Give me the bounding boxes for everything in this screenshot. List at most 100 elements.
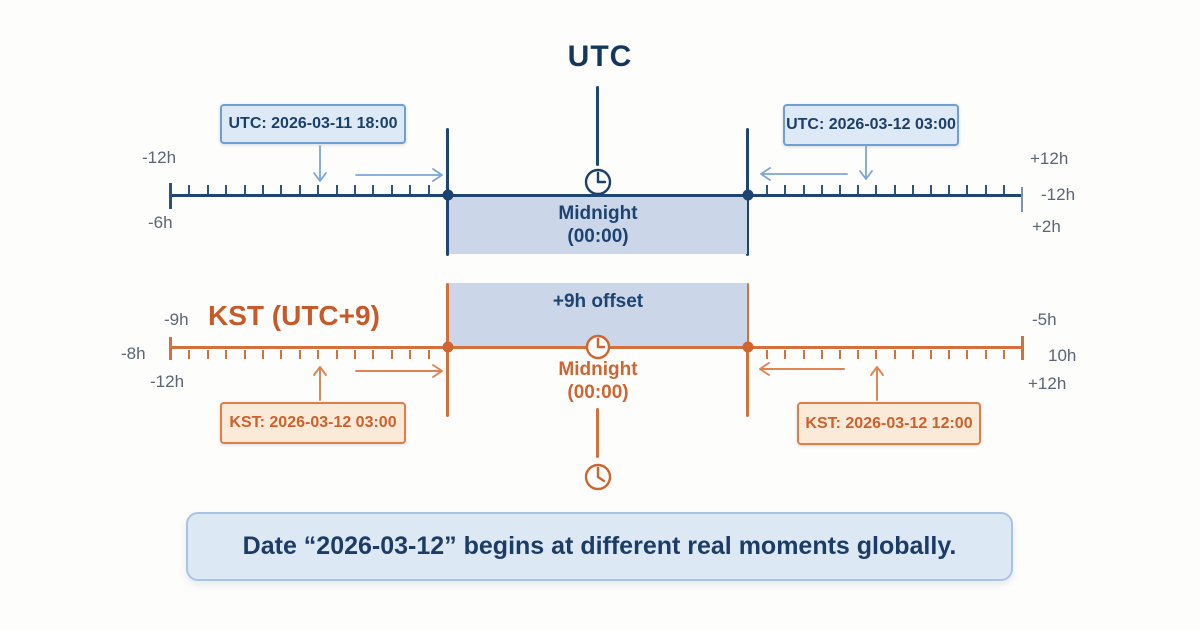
axis-minor-tick bbox=[206, 185, 209, 194]
axis-minor-tick bbox=[875, 350, 878, 359]
axis-minor-tick bbox=[390, 350, 393, 359]
kst-left-middle-label: -8h bbox=[121, 344, 146, 363]
arrow-up-icon bbox=[313, 366, 327, 401]
axis-minor-tick bbox=[893, 350, 896, 359]
axis-minor-tick bbox=[317, 350, 320, 359]
axis-minor-tick bbox=[839, 350, 841, 359]
kst-midnight-label: Midnight (00:00) bbox=[449, 358, 747, 404]
caption-banner: Date “2026-03-12” begins at different re… bbox=[186, 512, 1013, 581]
axis-minor-tick bbox=[372, 350, 375, 359]
utc-axis-line bbox=[169, 194, 1023, 197]
axis-minor-tick bbox=[206, 350, 209, 359]
kst-midnight-clock-icon bbox=[585, 334, 611, 360]
axis-minor-tick bbox=[893, 185, 896, 194]
axis-minor-tick bbox=[335, 350, 338, 359]
axis-minor-tick bbox=[766, 350, 769, 359]
axis-minor-tick bbox=[966, 185, 969, 194]
utc-left-boundary-dot bbox=[442, 189, 454, 201]
utc-axis-left-end-tick bbox=[169, 183, 172, 209]
utc-right-time-callout: UTC: 2026-03-12 03:00 bbox=[783, 104, 959, 146]
axis-minor-tick bbox=[335, 185, 338, 194]
kst-midnight-label-line2: (00:00) bbox=[567, 382, 629, 403]
kst-midnight-label-line1: Midnight bbox=[558, 359, 638, 380]
axis-minor-tick bbox=[820, 350, 823, 359]
utc-right-boundary-dot bbox=[742, 189, 754, 201]
axis-minor-tick bbox=[875, 185, 878, 194]
axis-minor-tick bbox=[262, 185, 264, 194]
utc-left-upper-label: -12h bbox=[142, 148, 177, 167]
axis-minor-tick bbox=[1002, 185, 1005, 194]
utc-right-upper-label: +12h bbox=[1030, 149, 1069, 168]
axis-minor-tick bbox=[427, 350, 430, 359]
axis-minor-tick bbox=[280, 185, 283, 194]
axis-minor-tick bbox=[262, 350, 264, 359]
utc-axis-title: UTC bbox=[567, 40, 633, 73]
axis-minor-tick bbox=[225, 350, 228, 359]
utc-title-stem-line bbox=[596, 86, 599, 166]
axis-minor-tick bbox=[930, 185, 932, 194]
kst-right-lower-label: +12h bbox=[1028, 374, 1067, 393]
utc-right-lower-label: +2h bbox=[1032, 217, 1061, 236]
kst-left-upper-label: -9h bbox=[164, 310, 189, 329]
arrow-left-icon bbox=[759, 362, 845, 376]
kst-axis-left-end-tick bbox=[169, 337, 172, 360]
axis-minor-tick bbox=[911, 350, 914, 359]
axis-minor-tick bbox=[427, 185, 430, 194]
kst-left-time-callout: KST: 2026-03-12 03:00 bbox=[220, 402, 406, 444]
utc-axis-right-end-tick bbox=[1021, 187, 1023, 212]
utc-midnight-label-line2: (00:00) bbox=[567, 226, 629, 247]
axis-minor-tick bbox=[784, 350, 787, 359]
axis-minor-tick bbox=[188, 185, 191, 194]
kst-right-boundary-dot bbox=[742, 341, 754, 353]
utc-left-time-callout: UTC: 2026-03-11 18:00 bbox=[220, 104, 406, 144]
axis-minor-tick bbox=[766, 185, 769, 194]
axis-minor-tick bbox=[354, 350, 356, 359]
kst-bottom-clock-icon bbox=[584, 463, 612, 491]
axis-minor-tick bbox=[372, 185, 375, 194]
arrow-down-icon bbox=[313, 145, 327, 182]
axis-minor-tick bbox=[243, 185, 246, 194]
kst-left-lower-label: -12h bbox=[150, 372, 185, 391]
utc-left-lower-label: -6h bbox=[148, 213, 173, 232]
axis-minor-tick bbox=[280, 350, 283, 359]
arrow-down-icon bbox=[859, 145, 873, 180]
axis-minor-tick bbox=[984, 350, 987, 359]
utc-midnight-clock-icon bbox=[584, 168, 612, 196]
axis-minor-tick bbox=[984, 185, 987, 194]
axis-minor-tick bbox=[298, 350, 301, 359]
axis-minor-tick bbox=[948, 350, 951, 359]
utc-midnight-label-line1: Midnight bbox=[558, 203, 638, 224]
axis-minor-tick bbox=[243, 350, 246, 359]
axis-minor-tick bbox=[948, 185, 951, 194]
arrow-up-icon bbox=[870, 366, 884, 401]
kst-clock-stem-line bbox=[596, 408, 599, 458]
utc-midnight-label: Midnight (00:00) bbox=[449, 202, 747, 248]
kst-left-boundary-dot bbox=[442, 341, 454, 353]
axis-minor-tick bbox=[390, 185, 393, 194]
axis-minor-tick bbox=[188, 350, 191, 359]
axis-minor-tick bbox=[225, 185, 228, 194]
kst-right-time-callout: KST: 2026-03-12 12:00 bbox=[797, 402, 981, 445]
axis-minor-tick bbox=[409, 185, 412, 194]
kst-offset-label: +9h offset bbox=[552, 291, 644, 312]
utc-midnight-shaded-region bbox=[449, 197, 747, 254]
arrow-left-icon bbox=[760, 167, 848, 181]
axis-minor-tick bbox=[911, 185, 914, 194]
axis-minor-tick bbox=[966, 350, 969, 359]
kst-axis-title: KST (UTC+9) bbox=[208, 300, 380, 331]
axis-minor-tick bbox=[930, 350, 932, 359]
axis-minor-tick bbox=[1002, 350, 1005, 359]
axis-minor-tick bbox=[802, 185, 805, 194]
axis-minor-tick bbox=[354, 185, 356, 194]
axis-minor-tick bbox=[317, 185, 320, 194]
axis-minor-tick bbox=[784, 185, 787, 194]
axis-minor-tick bbox=[839, 185, 841, 194]
arrow-right-icon bbox=[355, 364, 443, 378]
utc-right-middle-label: -12h bbox=[1041, 185, 1076, 204]
kst-right-upper-label: -5h bbox=[1032, 310, 1057, 329]
axis-minor-tick bbox=[820, 185, 823, 194]
arrow-right-icon bbox=[355, 168, 443, 182]
axis-minor-tick bbox=[409, 350, 412, 359]
kst-right-middle-label: 10h bbox=[1048, 346, 1077, 365]
